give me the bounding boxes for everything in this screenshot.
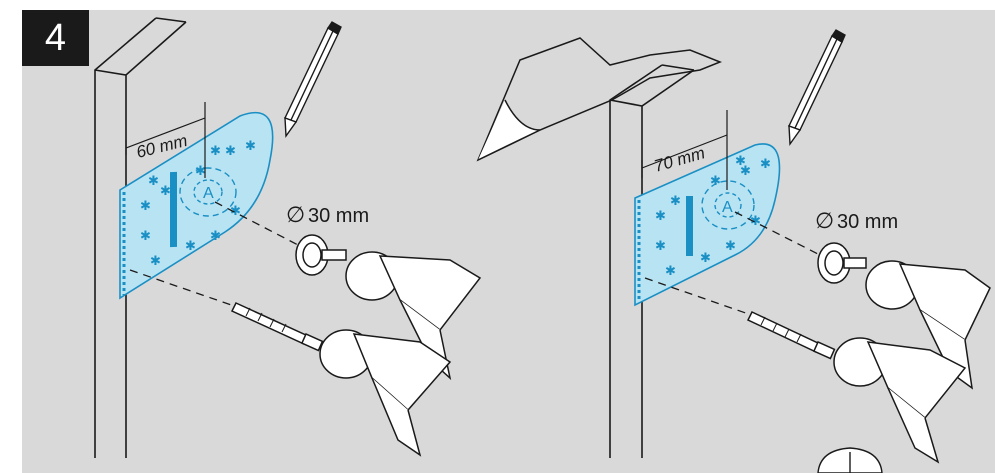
left-guide-lines [129, 201, 301, 309]
left-diameter-symbol: ∅ [286, 202, 305, 227]
left-dimension [125, 102, 206, 178]
left-cabinet-panel [94, 17, 187, 458]
right-illustration: ✱✱✱ ✱✱✱ ✱✱✱ ✱✱ A 70 mm [476, 29, 991, 473]
step-number-badge: 4 [22, 10, 89, 66]
right-diameter-label: 30 mm [837, 211, 898, 233]
right-diameter-symbol: ∅ [815, 208, 834, 233]
svg-text:✱: ✱ [760, 156, 771, 171]
svg-text:✱: ✱ [150, 253, 161, 268]
svg-text:✱: ✱ [140, 228, 151, 243]
right-guide-lines [644, 211, 823, 319]
svg-text:✱: ✱ [700, 250, 711, 265]
left-forstner-drill-icon [295, 234, 482, 381]
svg-text:✱: ✱ [195, 163, 206, 178]
svg-text:✱: ✱ [670, 193, 681, 208]
svg-text:✱: ✱ [230, 203, 241, 218]
svg-text:✱: ✱ [665, 263, 676, 278]
svg-text:✱: ✱ [655, 208, 666, 223]
svg-text:✱: ✱ [750, 213, 761, 228]
svg-text:✱: ✱ [160, 183, 171, 198]
svg-text:✱: ✱ [185, 238, 196, 253]
svg-text:✱: ✱ [710, 173, 721, 188]
svg-text:✱: ✱ [210, 228, 221, 243]
svg-text:✱: ✱ [735, 153, 746, 168]
svg-text:✱: ✱ [148, 173, 159, 188]
pencil-icon [284, 21, 342, 139]
svg-text:✱: ✱ [210, 143, 221, 158]
crown-moulding [476, 37, 723, 162]
right-drilling-template: ✱✱✱ ✱✱✱ ✱✱✱ ✱✱ A [634, 143, 781, 307]
left-illustration: ✱✱✱ ✱✱✱ ✱✱✱ ✱✱✱ A 60 mm [94, 17, 482, 458]
right-twist-drill-icon [746, 311, 967, 464]
left-twist-drill-icon [230, 302, 452, 457]
svg-text:✱: ✱ [740, 163, 751, 178]
right-dimension [641, 110, 728, 190]
hinge-cup-icon [817, 447, 883, 473]
svg-text:✱: ✱ [225, 143, 236, 158]
right-cabinet-panel [609, 64, 695, 458]
pencil-icon [788, 29, 846, 147]
left-marker-label: A [203, 185, 214, 202]
left-drilling-template: ✱✱✱ ✱✱✱ ✱✱✱ ✱✱✱ A [119, 111, 274, 300]
svg-text:✱: ✱ [140, 198, 151, 213]
left-diameter-label: 30 mm [308, 205, 369, 227]
svg-text:✱: ✱ [245, 138, 256, 153]
right-marker-label: A [722, 199, 733, 216]
svg-text:✱: ✱ [725, 238, 736, 253]
svg-text:✱: ✱ [655, 238, 666, 253]
